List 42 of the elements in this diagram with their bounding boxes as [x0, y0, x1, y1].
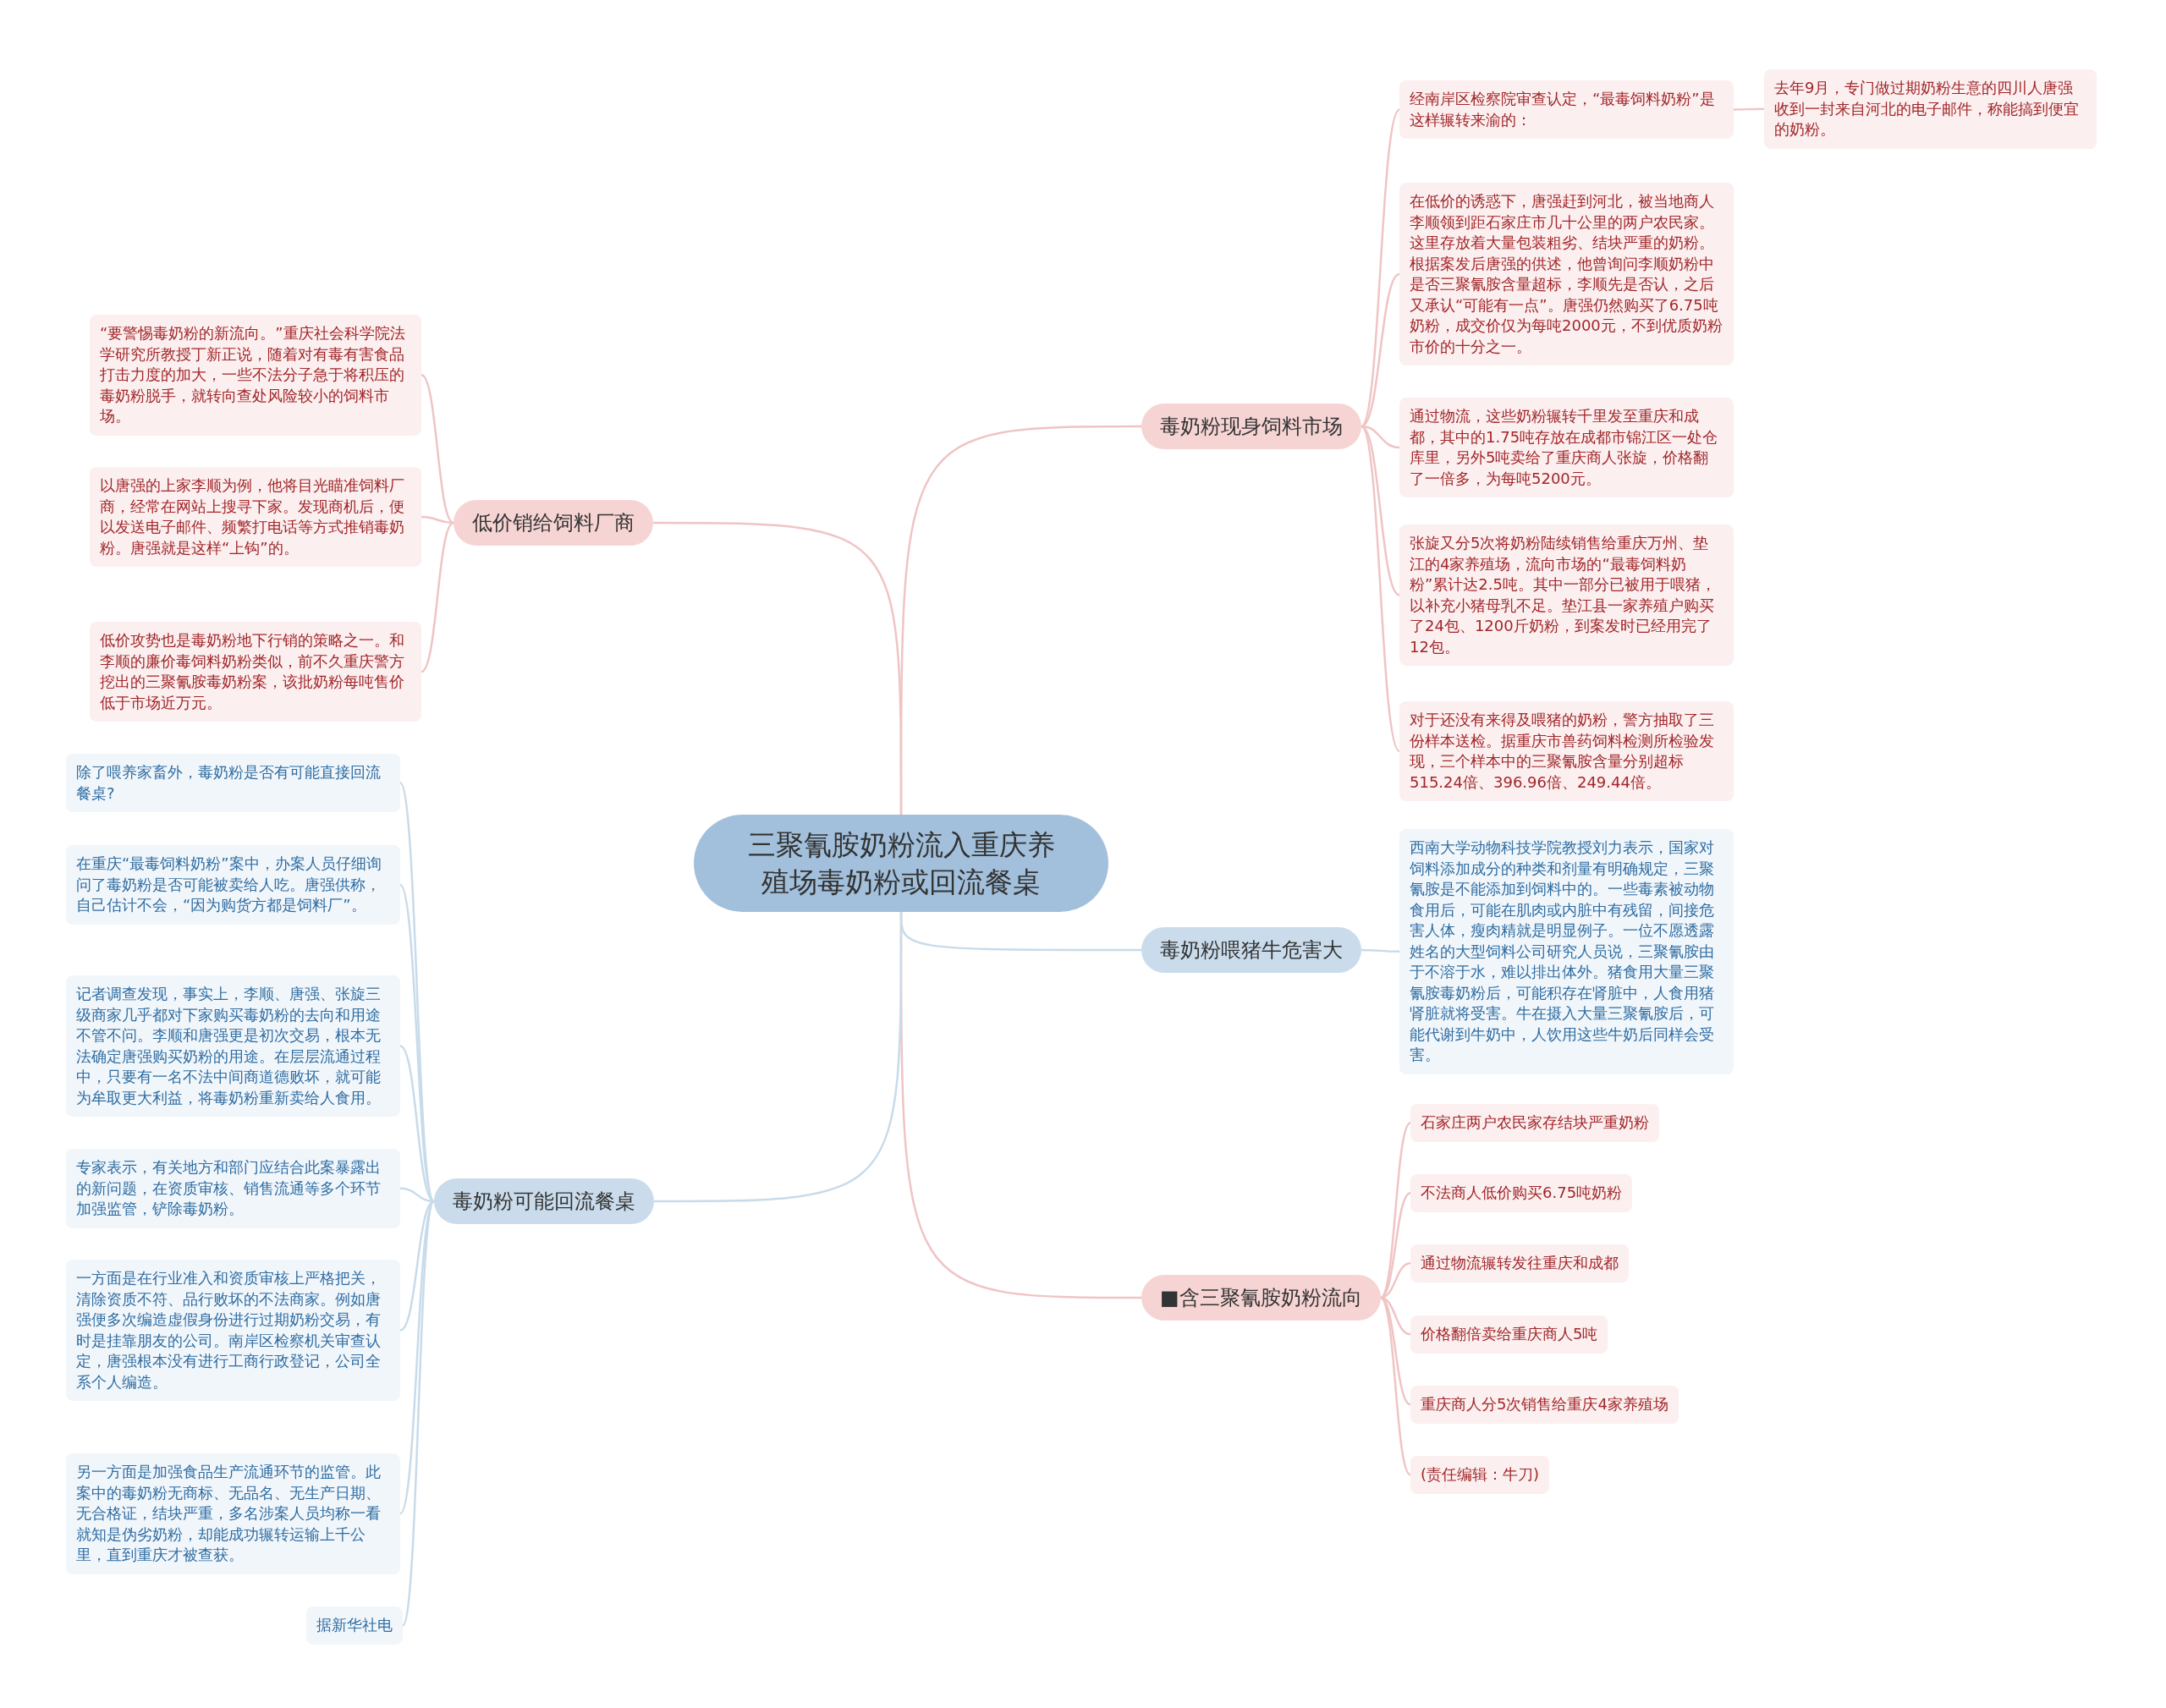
note-card: 不法商人低价购买6.75吨奶粉: [1410, 1174, 1633, 1212]
branch-topic: 毒奶粉喂猪牛危害大: [1141, 927, 1361, 973]
note-card: 记者调查发现，事实上，李顺、唐强、张旋三级商家几乎都对下家购买毒奶粉的去向和用途不管不问。李顺和唐强更是初次交易，根本无法确定唐强购买奶粉的用途。在层层流通过程中，只要有一名不法中间商道德败坏，就可能为牟取更大利益，将毒奶粉重新卖给人食用。: [66, 975, 400, 1117]
connector-line: [401, 1200, 436, 1626]
connector-line: [653, 521, 903, 815]
note-card: 专家表示，有关地方和部门应结合此案暴露出的新问题，在资质审核、销售流通等多个环节加强监管，铲除毒奶粉。: [66, 1149, 400, 1228]
connector-line: [1379, 1297, 1411, 1476]
note-card: 重庆商人分5次销售给重庆4家养殖场: [1410, 1386, 1679, 1424]
connector-line: [1361, 948, 1399, 953]
note-card: 对于还没有来得及喂猪的奶粉，警方抽取了三份样本送检。据重庆市兽药饲料检测所检验发现，三个样本中的三聚氰胺含量分别超标515.24倍、396.96倍、249.44倍。: [1399, 701, 1734, 801]
connector-line: [1360, 426, 1401, 752]
note-card: 除了喂养家畜外，毒奶粉是否有可能直接回流餐桌?: [66, 754, 400, 812]
note-card: 一方面是在行业准入和资质审核上严格把关，清除资质不符、品行败坏的不法商家。例如唐强便多次编造虚假身份进行过期奶粉交易，有时是挂靠朋友的公司。南岸区检察机关审查认定，唐强根本没有进行工商行政登记，公司全系个人编造。: [66, 1260, 400, 1401]
connector-line: [1360, 108, 1401, 427]
note-card: 在重庆“最毒饲料奶粉”案中，办案人员仔细询问了毒奶粉是否可能被卖给人吃。唐强供称，自己估计不会，“因为购货方都是饲料厂”。: [66, 845, 400, 925]
note-card: 通过物流辗转发往重庆和成都: [1410, 1244, 1629, 1282]
central-topic: 三聚氰胺奶粉流入重庆养殖场毒奶粉或回流餐桌: [694, 815, 1108, 912]
branch-topic: 低价销给饲料厂商: [454, 500, 653, 546]
connector-line: [399, 884, 436, 1202]
connector-line: [1379, 1122, 1411, 1299]
note-card: 据新华社电: [306, 1606, 403, 1645]
note-card: 在低价的诱惑下，唐强赶到河北，被当地商人李顺领到距石家庄市几十公里的两户农民家。这里存放着大量包装粗劣、结块严重的奶粉。根据案发后唐强的供述，他曾询问李顺奶粉中是否三聚氰胺含量超标，李顺先是否认，之后又承认“可能有一点”。唐强仍然购买了6.75吨奶粉，成交价仅为每吨2000元，不到优质奶粉市价的十分之一。: [1399, 183, 1734, 365]
note-card: 低价攻势也是毒奶粉地下行销的策略之一。和李顺的廉价毒饲料奶粉类似，前不久重庆警方挖出的三聚氰胺毒奶粉案，该批奶粉每吨售价低于市场近万元。: [90, 622, 421, 722]
connector-line: [654, 912, 903, 1203]
note-card: “要警惕毒奶粉的新流向。”重庆社会科学院法学研究所教授丁新正说，随着对有毒有害食品打击力度的加大，一些不法分子急于将积压的毒奶粉脱手，就转向查处风险较小的饲料市场。: [90, 315, 421, 436]
note-card: 张旋又分5次将奶粉陆续销售给重庆万州、垫江的4家养殖场，流向市场的“最毒饲料奶粉”累计达2.5吨。其中一部分已被用于喂猪，以补充小猪母乳不足。垫江县一家养殖户购买了24包、1200斤奶粉，到案发时已经用完了12包。: [1399, 524, 1734, 666]
note-card: 经南岸区检察院审查认定，“最毒饲料奶粉”是这样辗转来渝的：: [1399, 80, 1734, 139]
note-card: 以唐强的上家李顺为例，他将目光瞄准饲料厂商，经常在网站上搜寻下家。发现商机后，便以发送电子邮件、频繁打电话等方式推销毒奶粉。唐强就是这样“上钩”的。: [90, 467, 421, 567]
note-card: 石家庄两户农民家存结块严重奶粉: [1410, 1104, 1659, 1142]
connector-line: [1734, 107, 1764, 111]
note-card: 西南大学动物科技学院教授刘力表示，国家对饲料添加成分的种类和剂量有明确规定，三聚氰胺是不能添加到饲料中的。一些毒素被动物食用后，可能在肌肉或内脏中有残留，间接危害人体，瘦肉精就是明显例子。一位不愿透露姓名的大型饲料公司研究人员说，三聚氰胺由于不溶于水，难以排出体外。猪食用大量三聚氰胺毒奶粉后，可能积存在肾脏中，人食用猪肾脏就将受害。牛在摄入大量三聚氰胺后，可能代谢到牛奶中，人饮用这些牛奶后同样会受害。: [1399, 829, 1734, 1074]
note-card: 通过物流，这些奶粉辗转千里发至重庆和成都，其中的1.75吨存放在成都市锦江区一处仓库里，另外5吨卖给了重庆商人张旋，价格翻了一倍多，为每吨5200元。: [1399, 398, 1734, 497]
branch-topic: 毒奶粉可能回流餐桌: [434, 1178, 654, 1224]
note-card: 去年9月，专门做过期奶粉生意的四川人唐强收到一封来自河北的电子邮件，称能搞到便宜的奶粉。: [1764, 69, 2097, 149]
branch-topic: ■含三聚氰胺奶粉流向: [1141, 1275, 1381, 1321]
note-card: (责任编辑：牛刀): [1410, 1456, 1550, 1494]
note-card: 价格翻倍卖给重庆商人5吨: [1410, 1315, 1608, 1354]
connector-line: [421, 374, 454, 524]
note-card: 另一方面是加强食品生产流通环节的监管。此案中的毒奶粉无商标、无品名、无生产日期、无合格证，结块严重，多名涉案人员均称一看就知是伪劣奶粉，却能成功辗转运输上千公里，直到重庆才被查获。: [66, 1453, 400, 1574]
branch-topic: 毒奶粉现身饲料市场: [1141, 404, 1361, 449]
connector-line: [399, 782, 436, 1202]
connector-line: [421, 522, 454, 673]
